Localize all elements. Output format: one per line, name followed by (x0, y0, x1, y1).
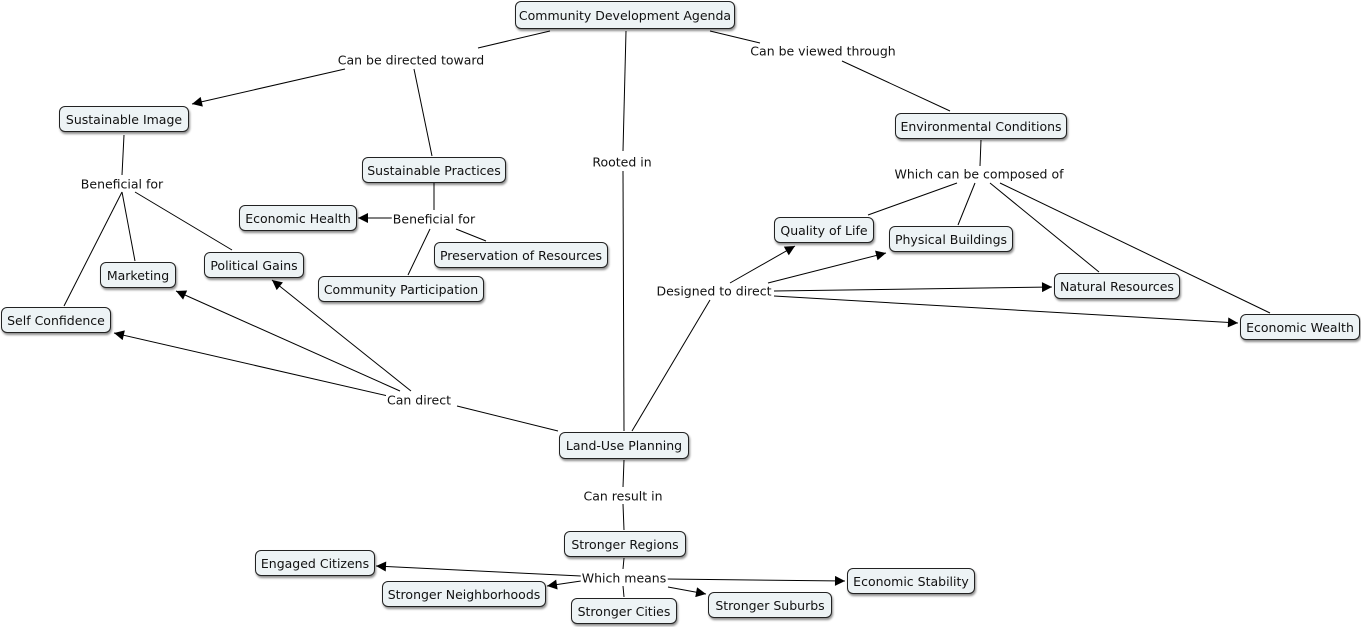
concept-preservation-of-resources[interactable]: Preservation of Resources (434, 242, 608, 268)
connector (773, 282, 1053, 293)
connector (709, 30, 761, 44)
link-designed-to-direct: Designed to direct (655, 283, 773, 299)
connector (546, 579, 582, 590)
connector (979, 139, 982, 167)
concept-land-use-planning[interactable]: Land-Use Planning (559, 432, 689, 459)
link-beneficial-for-practices: Beneficial for (391, 211, 477, 227)
concept-community-development-agenda[interactable]: Community Development Agenda (515, 1, 735, 29)
connector (622, 30, 627, 152)
concept-stronger-suburbs[interactable]: Stronger Suburbs (708, 592, 832, 618)
connector (867, 182, 958, 216)
connector (957, 182, 976, 226)
concept-stronger-regions[interactable]: Stronger Regions (564, 531, 686, 557)
connector (134, 191, 233, 251)
connector (407, 228, 431, 276)
concept-community-participation[interactable]: Community Participation (318, 276, 484, 302)
connector (455, 228, 487, 242)
connector (191, 68, 346, 107)
connector (113, 330, 389, 397)
connector (665, 575, 846, 586)
connector (175, 290, 401, 392)
concept-engaged-citizens[interactable]: Engaged Citizens (255, 550, 375, 576)
link-can-be-directed-toward: Can be directed toward (336, 52, 486, 68)
concept-stronger-neighborhoods[interactable]: Stronger Neighborhoods (382, 581, 546, 607)
connector (773, 295, 1239, 328)
connector (413, 68, 433, 157)
connector (622, 459, 625, 488)
link-which-means: Which means (580, 570, 668, 586)
connector (63, 191, 123, 307)
connector (767, 250, 887, 284)
concept-sustainable-image[interactable]: Sustainable Image (59, 106, 189, 132)
connector (121, 191, 136, 262)
concept-environmental-conditions[interactable]: Environmental Conditions (895, 113, 1067, 139)
connector (121, 134, 125, 176)
concept-sustainable-practices[interactable]: Sustainable Practices (362, 157, 506, 183)
connector (622, 585, 625, 598)
concept-economic-health[interactable]: Economic Health (239, 205, 357, 231)
connector (622, 557, 625, 570)
connector (631, 299, 711, 432)
connector (989, 182, 1100, 273)
concept-marketing[interactable]: Marketing (100, 262, 176, 288)
link-which-can-be-composed-of: Which can be composed of (893, 166, 1065, 182)
connector (271, 279, 412, 392)
concept-quality-of-life[interactable]: Quality of Life (774, 217, 874, 243)
link-can-direct: Can direct (385, 392, 453, 408)
concept-political-gains[interactable]: Political Gains (204, 252, 304, 278)
connector (841, 60, 951, 112)
concept-economic-stability[interactable]: Economic Stability (847, 568, 975, 594)
concept-economic-wealth[interactable]: Economic Wealth (1240, 314, 1360, 340)
link-rooted-in: Rooted in (591, 154, 653, 170)
link-beneficial-for-image: Beneficial for (79, 176, 165, 192)
connector (375, 561, 582, 577)
concept-physical-buildings[interactable]: Physical Buildings (889, 226, 1013, 252)
concept-self-confidence[interactable]: Self Confidence (1, 307, 111, 333)
connector (622, 170, 625, 432)
concept-natural-resources[interactable]: Natural Resources (1054, 273, 1180, 299)
link-can-result-in: Can result in (582, 488, 664, 504)
connector (729, 245, 796, 284)
connector (622, 503, 625, 531)
connector (477, 30, 551, 49)
connector (667, 586, 707, 598)
link-can-be-viewed-through: Can be viewed through (749, 43, 897, 59)
connector (999, 182, 1271, 314)
connector (456, 405, 559, 432)
concept-stronger-cities[interactable]: Stronger Cities (571, 598, 677, 624)
